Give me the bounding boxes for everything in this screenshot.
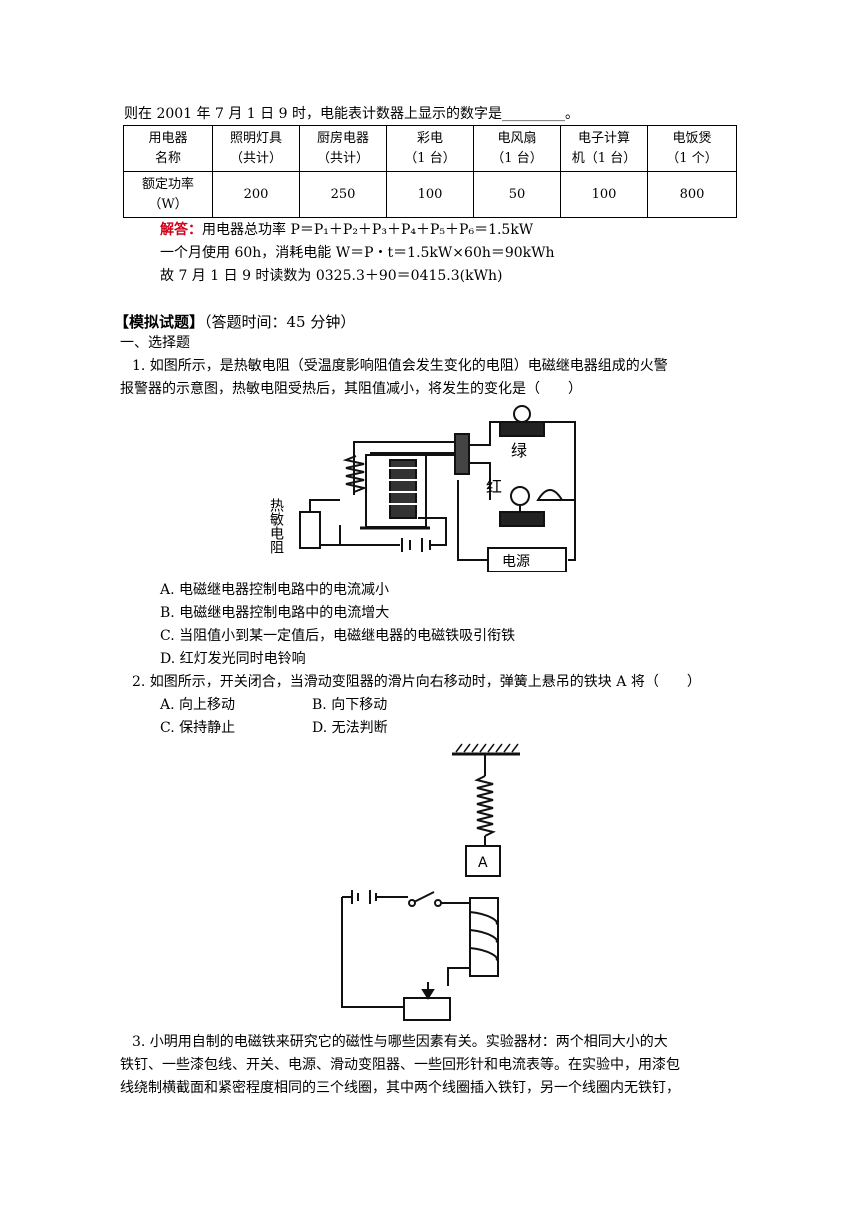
table-cell: 100 <box>560 171 648 218</box>
table-header-cell: 照明灯具（共计） <box>212 125 300 172</box>
q2-text: 2. 如图所示，开关闭合，当滑动变阻器的滑片向右移动时，弹簧上悬吊的铁块 A 将… <box>132 674 701 690</box>
table-cell: 100 <box>386 171 474 218</box>
table-cell: 50 <box>473 171 561 218</box>
appliance-power-table: 用电器名称 照明灯具（共计） 厨房电器（共计） 彩电（1 台） 电风扇（1 台）… <box>123 125 737 218</box>
section-header: 【模拟试题】（答题时间：45 分钟） <box>114 312 355 332</box>
q2-option-a: A. 向上移动 <box>160 697 236 713</box>
part-one-title: 一、选择题 <box>120 335 190 351</box>
section-time: （答题时间：45 分钟） <box>204 313 356 331</box>
q1-option-c: C. 当阻值小到某一定值后，电磁继电器的电磁铁吸引衔铁 <box>160 628 516 644</box>
block-a-label: A <box>478 855 488 871</box>
answer-line-1: 解答：用电器总功率 P＝P₁＋P₂＋P₃＋P₄＋P₅＋P₆＝1.5kW <box>160 222 534 238</box>
table-cell: 250 <box>299 171 387 218</box>
table-header-cell: 电饭煲（1 个） <box>647 125 737 172</box>
red-label: 红 <box>486 477 502 496</box>
q1-option-d: D. 红灯发光同时电铃响 <box>160 651 306 667</box>
q2-option-c: C. 保持静止 <box>160 720 236 736</box>
q3-line-1: 3. 小明用自制的电磁铁来研究它的磁性与哪些因素有关。实验器材：两个相同大小的大 <box>132 1034 668 1050</box>
q1-option-b: B. 电磁继电器控制电路中的电流增大 <box>160 605 390 621</box>
power-label: 电源 <box>502 554 530 570</box>
table-cell: 200 <box>212 171 300 218</box>
table-header-row: 用电器名称 照明灯具（共计） 厨房电器（共计） 彩电（1 台） 电风扇（1 台）… <box>123 125 737 172</box>
answer-line-2: 一个月使用 60h，消耗电能 W＝P・t＝1.5kW×60h＝90kWh <box>160 245 555 261</box>
answer-label: 解答： <box>160 222 202 238</box>
green-label: 绿 <box>511 441 527 460</box>
thermistor-label: 热敏电阻 <box>270 498 284 554</box>
table-header-cell: 彩电（1 台） <box>386 125 474 172</box>
relay-alarm-diagram: 绿 红 电源 热敏电阻 <box>270 405 576 572</box>
table-row: 额定功率（W） 200 250 100 50 100 800 <box>123 171 737 218</box>
section-title: 【模拟试题】 <box>114 313 205 331</box>
q3-line-3: 线绕制横截面和紧密程度相同的三个线圈，其中两个线圈插入铁钉，另一个线圈内无铁钉， <box>120 1080 680 1096</box>
table-header-cell: 电子计算机（1 台） <box>560 125 648 172</box>
table-header-cell: 电风扇（1 台） <box>473 125 561 172</box>
table-row-label: 额定功率（W） <box>123 171 213 218</box>
q2-option-d: D. 无法判断 <box>312 720 388 736</box>
q1-text-line-1: 1. 如图所示，是热敏电阻（受温度影响阻值会发生变化的电阻）电磁继电器组成的火警 <box>132 358 668 374</box>
intro-line: 则在 2001 年 7 月 1 日 9 时，电能表计数器上显示的数字是_____… <box>124 106 579 122</box>
q1-option-a: A. 电磁继电器控制电路中的电流减小 <box>160 582 390 598</box>
table-header-cell: 厨房电器（共计） <box>299 125 387 172</box>
q2-option-b: B. 向下移动 <box>312 697 388 713</box>
table-cell: 800 <box>647 171 737 218</box>
electromagnet-spring-diagram: A <box>341 743 520 1021</box>
q1-text-line-2: 报警器的示意图，热敏电阻受热后，其阻值减小，将发生的变化是（ ） <box>120 381 582 397</box>
table-header-cell: 用电器名称 <box>123 125 213 172</box>
answer-line-3: 故 7 月 1 日 9 时读数为 0325.3＋90＝0415.3(kWh) <box>160 268 503 284</box>
q3-line-2: 铁钉、一些漆包线、开关、电源、滑动变阻器、一些回形针和电流表等。在实验中，用漆包 <box>120 1057 680 1073</box>
